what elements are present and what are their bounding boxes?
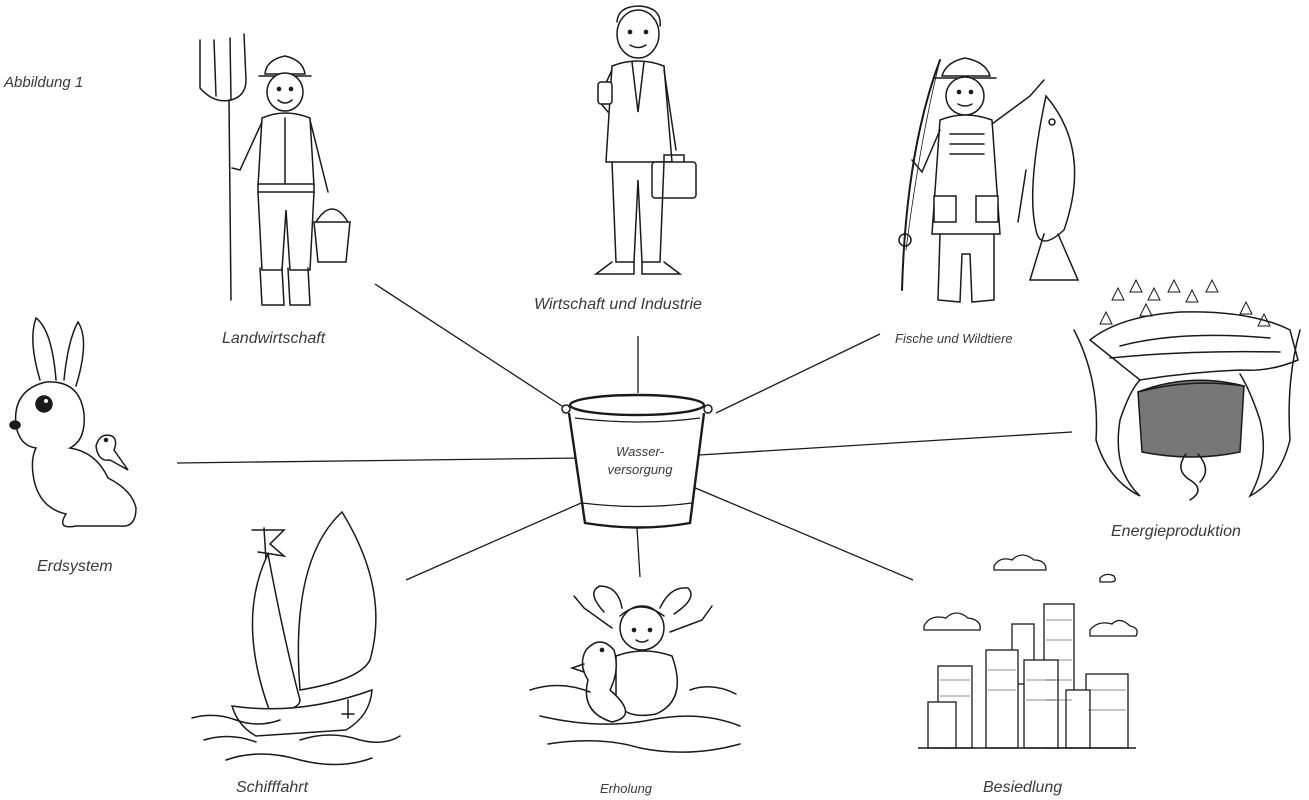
label-besiedlung: Besiedlung [983, 779, 1063, 796]
swimmer-illustration [529, 585, 741, 753]
connector-landwirtschaft [374, 283, 569, 411]
label-fische: Fische und Wildtiere [895, 331, 1013, 346]
connector-erholung [636, 527, 641, 578]
label-schifffahrt: Schifffahrt [236, 779, 309, 796]
connector-erdsystem [176, 457, 582, 464]
dam-illustration [1073, 278, 1301, 501]
connector-lines [176, 283, 1073, 581]
label-energie: Energieproduktion [1111, 523, 1241, 540]
connector-energie [698, 431, 1073, 456]
farmer-illustration [199, 33, 351, 306]
figure-caption: Abbildung 1 [4, 74, 84, 91]
label-erholung: Erholung [600, 781, 653, 796]
city-illustration [918, 554, 1138, 749]
label-wirtschaft: Wirtschaft und Industrie [534, 296, 702, 313]
rabbit-illustration [9, 316, 137, 528]
connector-besiedlung [692, 486, 914, 581]
label-landwirtschaft: Landwirtschaft [222, 330, 326, 347]
angler-illustration [898, 57, 1080, 303]
center-label-line2: versorgung [607, 462, 673, 477]
connector-schifffahrt [405, 499, 589, 581]
connector-fische [715, 333, 881, 414]
businessman-illustration [593, 5, 697, 275]
sailboat-illustration [191, 510, 401, 766]
center-label-line1: Wasser- [616, 444, 664, 459]
label-erdsystem: Erdsystem [37, 558, 113, 575]
bucket-icon [561, 393, 713, 529]
